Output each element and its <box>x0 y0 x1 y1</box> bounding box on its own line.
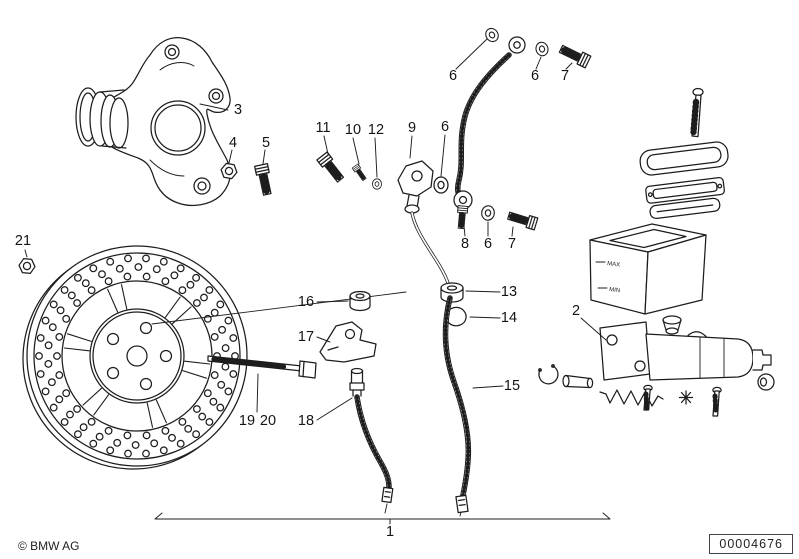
brake-hose-18 <box>349 367 394 514</box>
bolt-7-right <box>507 210 538 230</box>
bolt-5 <box>255 164 274 196</box>
copyright-text: © BMW AG <box>18 539 80 553</box>
washer-6-middle <box>433 176 449 194</box>
grommet-13 <box>440 282 464 303</box>
part-label-6-9: 6 <box>530 68 540 84</box>
part-label-3-0: 3 <box>233 102 243 118</box>
part-label-13-14: 13 <box>500 284 518 300</box>
banjo-bolt-7-top <box>558 43 591 68</box>
reservoir-cap <box>639 141 729 176</box>
part-label-6-12: 6 <box>483 236 493 252</box>
hub-sleeve <box>75 87 129 149</box>
lower-brake-hose-15 <box>442 295 472 517</box>
leader-lines <box>24 38 607 421</box>
junction-block-9 <box>397 160 434 214</box>
hose-union-top <box>508 36 526 54</box>
mounting-screw <box>712 386 722 417</box>
reservoir-plate <box>645 177 725 204</box>
part-label-20-21: 20 <box>259 413 277 429</box>
part-label-12-5: 12 <box>367 122 385 138</box>
wheel-stud-19-20 <box>207 355 317 379</box>
part-label-1-24: 1 <box>385 524 395 540</box>
master-cylinder-assembly: MAX MIN <box>538 87 775 417</box>
banjo-bolt-8 <box>456 206 468 229</box>
fluid-reservoir: MAX MIN <box>589 223 707 315</box>
brake-pipe <box>410 211 450 285</box>
part-label-18-19: 18 <box>297 413 315 429</box>
pin-10 <box>350 161 370 184</box>
document-number: 00004676 <box>709 534 793 554</box>
part-label-19-20: 19 <box>238 413 256 429</box>
washer-6-top-right <box>533 40 551 58</box>
part-label-9-6: 9 <box>407 120 417 136</box>
bleed-screw <box>643 384 653 411</box>
part-label-4-1: 4 <box>228 135 238 151</box>
piston-parts <box>538 364 722 417</box>
part-label-8-11: 8 <box>460 236 470 252</box>
spring <box>599 389 664 407</box>
reservoir-max-marking: MAX <box>607 261 621 269</box>
part-label-2-23: 2 <box>571 303 581 319</box>
part-label-14-15: 14 <box>500 310 518 326</box>
nut-21 <box>17 257 37 275</box>
cover-screw <box>690 87 704 138</box>
washer-12 <box>372 178 382 190</box>
part-label-6-7: 6 <box>440 119 450 135</box>
part-label-6-8: 6 <box>448 68 458 84</box>
part-label-15-16: 15 <box>503 378 521 394</box>
disc-spokes <box>63 284 211 428</box>
lock-washer-star <box>678 390 694 405</box>
part-label-7-13: 7 <box>507 236 517 252</box>
reservoir-seal <box>662 315 682 335</box>
part-label-17-18: 17 <box>297 329 315 345</box>
master-cylinder-body <box>599 321 775 391</box>
brake-disc <box>22 245 248 470</box>
washer-6-right <box>480 204 496 222</box>
reservoir-min-marking: MIN <box>609 287 621 294</box>
reservoir-diaphragm <box>649 197 721 220</box>
part-label-5-2: 5 <box>261 135 271 151</box>
part-label-7-10: 7 <box>560 68 570 84</box>
washer-6-top-left <box>482 25 502 45</box>
part-label-11-3: 11 <box>315 120 331 136</box>
upper-brake-hose <box>455 52 512 202</box>
part-label-10-4: 10 <box>344 122 362 138</box>
hose-bracket-17 <box>319 321 377 363</box>
group-bracket-line <box>154 512 611 525</box>
grommet-16 <box>349 290 371 312</box>
disc-drill-holes <box>35 254 239 458</box>
bolt-11 <box>317 152 346 184</box>
part-label-16-17: 16 <box>297 294 315 310</box>
part-label-21-22: 21 <box>14 233 32 249</box>
disc-hub-bolt-holes <box>106 321 173 391</box>
